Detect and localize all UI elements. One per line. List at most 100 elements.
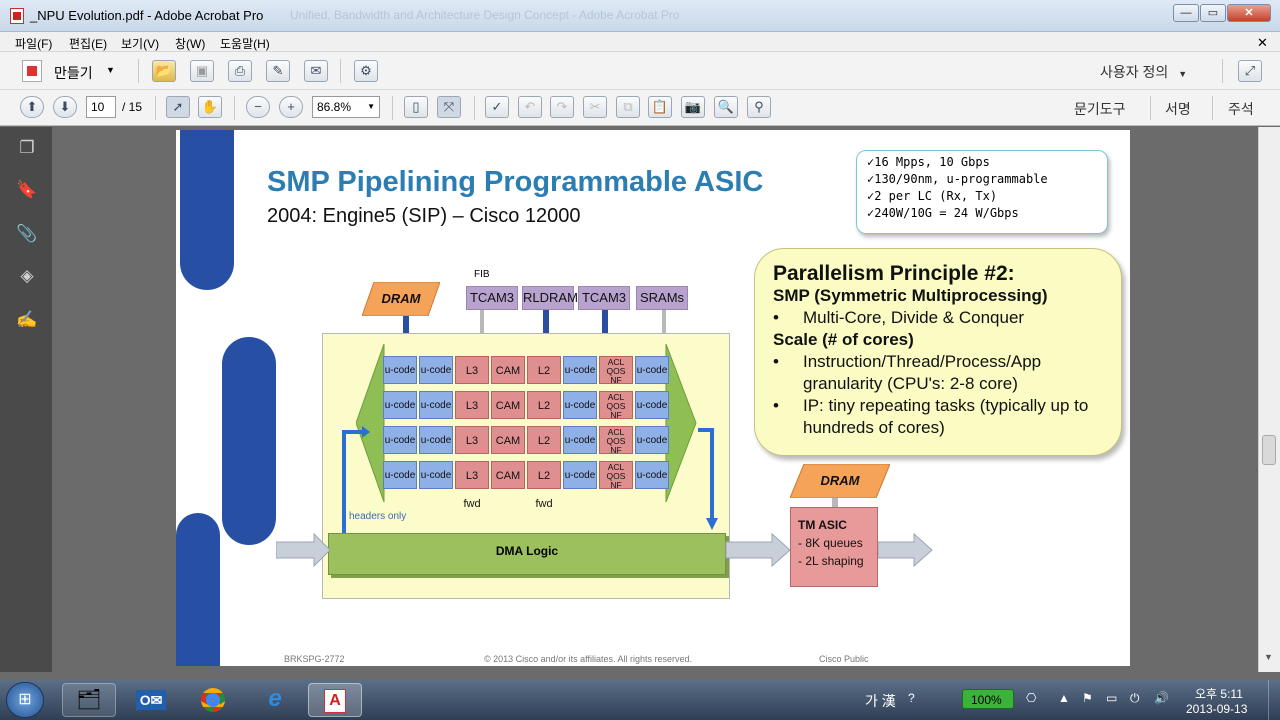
connector [403,316,409,334]
redo-icon[interactable]: ↷ [550,96,574,118]
divider [340,59,341,83]
callout-bullet: •Multi-Core, Divide & Conquer [773,308,1025,327]
memory-block: SRAMs [636,286,688,310]
zoom-in-icon[interactable]: + [279,96,303,118]
decorative-shape [176,513,220,666]
window-title: _NPU Evolution.pdf - Adobe Acrobat Pro [30,8,264,23]
menu-window[interactable]: 창(W) [175,37,206,51]
navigation-toolbar: ⬆ ⬇ 10 / 15 ➚ ✋ − + 86.8% ▼ ▯ ⤧ ✓ ↶ ↷ ✂ … [0,90,1280,126]
customize-label: 사용자 정의 [1100,64,1169,80]
attachments-icon[interactable]: 📎 [16,224,38,243]
divider [1222,59,1223,83]
callout-smp: SMP (Symmetric Multiprocessing) [773,286,1048,305]
volume-icon[interactable]: 🔊 [1154,691,1169,705]
dram-block: DRAM [362,282,440,316]
vertical-scrollbar[interactable]: ▼ [1258,127,1280,672]
edit-icon[interactable]: ✎ [266,60,290,82]
flag-icon[interactable]: ⚑ [1082,691,1093,705]
spellcheck-icon[interactable]: ✓ [485,96,509,118]
binoculars-icon[interactable]: ⚲ [747,96,771,118]
pipeline-cell: CAM [491,391,525,419]
tm-line: - 2L shaping [798,554,864,568]
menu-help[interactable]: 도움말(H) [220,37,270,51]
pipeline-cell: CAM [491,356,525,384]
undo-icon[interactable]: ↶ [518,96,542,118]
battery-indicator[interactable]: 100% [962,689,1014,709]
document-close-icon[interactable]: ✕ [1257,35,1268,50]
expand-icon[interactable]: ⤢ [1238,60,1262,82]
explorer-app-icon[interactable]: 🗂 [62,683,116,717]
clock-time[interactable]: 오후 5:11 [1195,687,1243,701]
customize-button[interactable]: 사용자 정의 ▼ [1100,62,1187,82]
snapshot-icon[interactable]: 📷 [681,96,705,118]
chevron-down-icon: ▼ [367,102,375,111]
clock-date[interactable]: 2013-09-13 [1186,702,1248,716]
chevron-down-icon: ▼ [1178,69,1188,79]
signatures-icon[interactable]: ✍ [16,310,38,329]
scroll-thumb[interactable] [1262,435,1276,465]
open-folder-icon[interactable]: 📂 [152,60,176,82]
tools-button[interactable]: 문기도구 [1074,101,1126,117]
page-number-input[interactable]: 10 [86,96,116,118]
spec-line: ✓240W/10G = 24 W/Gbps [867,206,1019,220]
menu-file[interactable]: 파일(F) [15,37,53,51]
menu-edit[interactable]: 편집(E) [69,37,108,51]
footer-center: © 2013 Cisco and/or its affiliates. All … [484,654,693,664]
email-icon[interactable]: ✉ [304,60,328,82]
show-hidden-icons[interactable]: ▲ [1058,691,1070,705]
tm-asic-block: TM ASIC - 8K queues - 2L shaping [790,507,878,587]
slide-title: SMP Pipelining Programmable ASIC [267,166,764,198]
layers-icon[interactable]: ◈ [20,266,34,285]
fit-width-icon[interactable]: ⤧ [437,96,461,118]
paste-icon[interactable]: 📋 [648,96,672,118]
power-icon[interactable]: ⏻ [1130,691,1140,705]
hand-tool-icon[interactable]: ✋ [198,96,222,118]
sign-button[interactable]: 서명 [1165,101,1191,117]
dma-logic-block: DMA Logic [328,533,726,575]
bookmarks-icon[interactable]: 🔖 [16,180,38,199]
fit-page-icon[interactable]: ▯ [404,96,428,118]
zoom-select[interactable]: 86.8% ▼ [312,96,380,118]
maximize-button[interactable]: ▭ [1200,4,1226,22]
pipeline-cell: CAM [491,461,525,489]
start-button[interactable]: ⊞ [6,682,44,718]
outlook-app-icon[interactable]: O✉ [124,683,178,717]
close-button[interactable]: ✕ [1227,4,1271,22]
cut-icon[interactable]: ✂ [583,96,607,118]
next-page-icon[interactable]: ⬇ [53,96,77,118]
create-pdf-icon [22,60,42,82]
divider [1150,96,1151,120]
previous-page-icon[interactable]: ⬆ [20,96,44,118]
pipeline-cell: ACL QOS NF [599,356,633,385]
pipeline-cell: u-code [383,461,417,489]
search-icon[interactable]: 🔍 [714,96,738,118]
page-thumbnails-icon[interactable]: ❐ [19,138,35,157]
minimize-button[interactable]: — [1173,4,1199,22]
memory-block: TCAM3 [578,286,630,310]
select-tool-icon[interactable]: ➚ [166,96,190,118]
comment-button[interactable]: 주석 [1228,101,1254,117]
scroll-down-arrow[interactable]: ▼ [1264,652,1273,662]
menu-view[interactable]: 보기(V) [121,37,160,51]
create-button[interactable]: 만들기 ▼ [20,60,120,84]
zoom-out-icon[interactable]: − [246,96,270,118]
print-icon[interactable]: ⎙ [228,60,252,82]
network-icon[interactable]: ⎔ [1026,691,1037,705]
help-icon[interactable]: ? [908,691,915,705]
show-desktop-button[interactable] [1268,680,1280,720]
pipeline-cell: u-code [563,391,597,419]
internet-explorer-app-icon[interactable]: e [268,685,282,712]
acrobat-app-icon[interactable]: A [308,683,362,717]
connector [543,310,549,334]
pipeline-cell: u-code [419,391,453,419]
gear-icon[interactable]: ⚙ [354,60,378,82]
ime-indicator[interactable]: 가 漢 [865,693,896,709]
save-icon[interactable]: ▣ [190,60,214,82]
callout-heading: Parallelism Principle #2: [773,262,1015,285]
pipeline-cell: L2 fwd [527,461,561,510]
copy-icon[interactable]: ⧉ [616,96,640,118]
chrome-app-icon[interactable] [186,683,240,717]
background-window-title: Unified, Bandwidth and Architecture Desi… [290,8,680,22]
display-icon[interactable]: ▭ [1106,691,1118,705]
